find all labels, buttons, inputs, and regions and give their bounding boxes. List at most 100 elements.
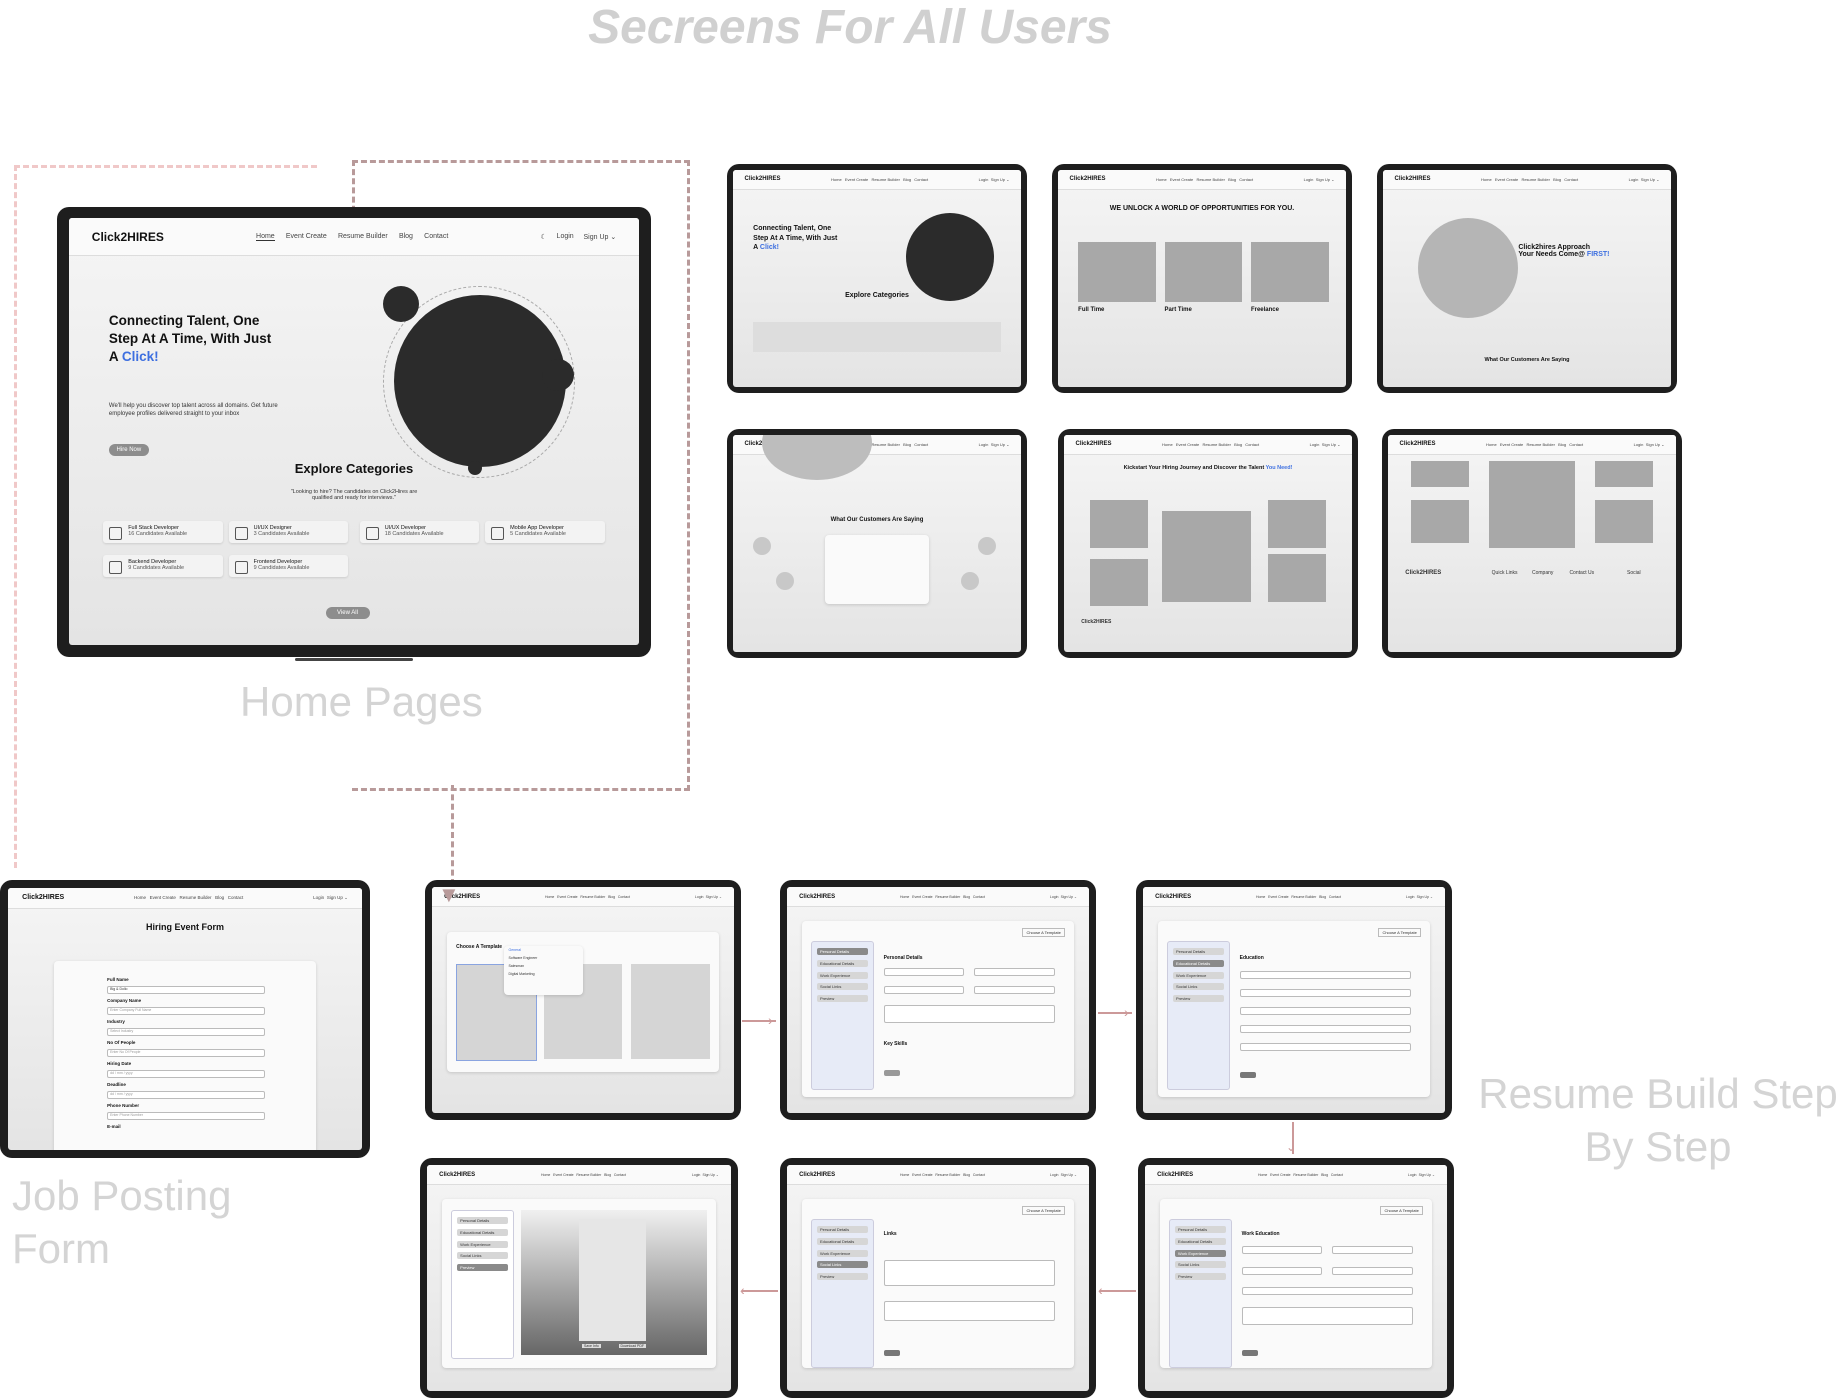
responsibilities-field[interactable]: [1241, 1307, 1413, 1326]
login-link[interactable]: Login: [978, 176, 989, 182]
choose-template-button[interactable]: Choose A Template: [1022, 1205, 1065, 1215]
input-field[interactable]: [1239, 970, 1411, 979]
summary-field[interactable]: [883, 1004, 1055, 1023]
links-box[interactable]: [883, 1259, 1055, 1286]
nav-resume-builder[interactable]: Resume Builder: [1202, 441, 1231, 447]
login-link[interactable]: Login: [1633, 441, 1644, 447]
nav-home[interactable]: Home: [900, 1172, 910, 1177]
nav-contact[interactable]: Contact: [914, 441, 929, 447]
nav-home[interactable]: Home: [1258, 1172, 1268, 1177]
login-link[interactable]: Login: [694, 894, 704, 899]
view-all-button[interactable]: View All: [325, 606, 370, 619]
signup-dropdown[interactable]: Sign Up ⌄: [990, 176, 1010, 182]
nav-event-create[interactable]: Event Create: [149, 895, 176, 901]
nav-resume-builder[interactable]: Resume Builder: [935, 1172, 961, 1177]
company-name-field[interactable]: Enter Company Full Name: [107, 1007, 265, 1016]
nav-contact[interactable]: Contact: [1245, 441, 1260, 447]
nav-contact[interactable]: Contact: [1328, 894, 1341, 899]
nav-resume-builder[interactable]: Resume Builder: [871, 441, 900, 447]
nav-blog[interactable]: Blog: [608, 894, 616, 899]
sidebar-item[interactable]: Personal Details: [816, 948, 868, 956]
login-link[interactable]: Login: [1405, 894, 1415, 899]
nav-resume-builder[interactable]: Resume Builder: [580, 894, 606, 899]
sidebar-item[interactable]: Educational Details: [457, 1228, 509, 1236]
moon-icon[interactable]: ☾: [540, 233, 547, 241]
nav-home[interactable]: Home: [256, 232, 275, 241]
signup-dropdown[interactable]: Sign Up ⌄: [1645, 441, 1665, 447]
sidebar-item[interactable]: Social Links: [816, 1261, 868, 1269]
signup-dropdown[interactable]: Sign Up ⌄: [1060, 894, 1077, 899]
next-button[interactable]: [1239, 1072, 1256, 1079]
nav-blog[interactable]: Blog: [903, 441, 912, 447]
nav-home[interactable]: Home: [900, 894, 910, 899]
nav-resume-builder[interactable]: Resume Builder: [576, 1172, 602, 1177]
login-link[interactable]: Login: [556, 232, 574, 240]
sidebar-item[interactable]: Educational Details: [816, 1237, 868, 1245]
nav-blog[interactable]: Blog: [1553, 176, 1562, 182]
nav-resume-builder[interactable]: Resume Builder: [871, 176, 900, 182]
nav-resume-builder[interactable]: Resume Builder: [1521, 176, 1550, 182]
sidebar-item[interactable]: Work Experience: [816, 1249, 868, 1257]
sidebar-item[interactable]: Social Links: [457, 1252, 509, 1260]
nav-home[interactable]: Home: [831, 176, 842, 182]
input-field[interactable]: [883, 968, 965, 977]
input-field[interactable]: [883, 986, 965, 995]
nav-blog[interactable]: Blog: [963, 894, 971, 899]
input-field[interactable]: [1241, 1266, 1323, 1275]
nav-event-create[interactable]: Event Create: [1175, 441, 1200, 447]
sidebar-item[interactable]: Preview: [816, 1273, 868, 1281]
nav-event-create[interactable]: Event Create: [553, 1172, 574, 1177]
nav-home[interactable]: Home: [1486, 441, 1497, 447]
login-link[interactable]: Login: [1628, 176, 1639, 182]
nav-blog[interactable]: Blog: [1234, 441, 1243, 447]
nav-event-create[interactable]: Event Create: [1268, 894, 1289, 899]
nav-contact[interactable]: Contact: [617, 894, 630, 899]
signup-dropdown[interactable]: Sign Up ⌄: [1321, 441, 1341, 447]
nav-blog[interactable]: Blog: [1228, 176, 1237, 182]
input-field[interactable]: [1239, 1042, 1411, 1051]
nav-blog[interactable]: Blog: [604, 1172, 612, 1177]
people-count-field[interactable]: Enter No Of People: [107, 1049, 265, 1058]
input-field[interactable]: [974, 968, 1055, 977]
nav-resume-builder[interactable]: Resume Builder: [935, 894, 961, 899]
input-field[interactable]: [1332, 1246, 1413, 1255]
nav-resume-builder[interactable]: Resume Builder: [337, 232, 388, 240]
nav-event-create[interactable]: Event Create: [285, 232, 327, 240]
login-link[interactable]: Login: [1049, 894, 1059, 899]
nav-home[interactable]: Home: [134, 895, 147, 901]
template-dropdown[interactable]: General Software Engineer Salesman Digit…: [504, 945, 583, 996]
nav-resume-builder[interactable]: Resume Builder: [1291, 894, 1317, 899]
logo[interactable]: Click2HIRES: [91, 229, 164, 244]
nav-blog[interactable]: Blog: [903, 176, 912, 182]
nav-event-create[interactable]: Event Create: [912, 894, 933, 899]
save-info-button[interactable]: Save Info: [582, 1343, 601, 1348]
nav-contact[interactable]: Contact: [1569, 441, 1584, 447]
sidebar-item[interactable]: Work Experience: [457, 1240, 509, 1248]
signup-dropdown[interactable]: Sign Up ⌄: [1640, 176, 1660, 182]
nav-home[interactable]: Home: [1256, 894, 1266, 899]
input-field[interactable]: [1241, 1246, 1323, 1255]
nav-contact[interactable]: Contact: [972, 1172, 985, 1177]
hire-now-button[interactable]: Hire Now: [108, 444, 149, 457]
nav-event-create[interactable]: Event Create: [912, 1172, 933, 1177]
template-card[interactable]: [631, 963, 710, 1059]
input-field[interactable]: [1241, 1287, 1413, 1296]
sidebar-item[interactable]: Work Experience: [1174, 1249, 1226, 1257]
nav-blog[interactable]: Blog: [1319, 894, 1327, 899]
input-field[interactable]: [1239, 1006, 1411, 1015]
nav-contact[interactable]: Contact: [1564, 176, 1579, 182]
sidebar-item[interactable]: Preview: [457, 1264, 509, 1272]
sidebar-item[interactable]: Work Experience: [816, 971, 868, 979]
nav-contact[interactable]: Contact: [227, 895, 244, 901]
next-button[interactable]: [883, 1070, 900, 1077]
nav-resume-builder[interactable]: Resume Builder: [179, 895, 212, 901]
nav-resume-builder[interactable]: Resume Builder: [1293, 1172, 1319, 1177]
nav-contact[interactable]: Contact: [914, 176, 929, 182]
sidebar-item[interactable]: Social Links: [816, 983, 868, 991]
signup-dropdown[interactable]: Sign Up ⌄: [705, 894, 722, 899]
